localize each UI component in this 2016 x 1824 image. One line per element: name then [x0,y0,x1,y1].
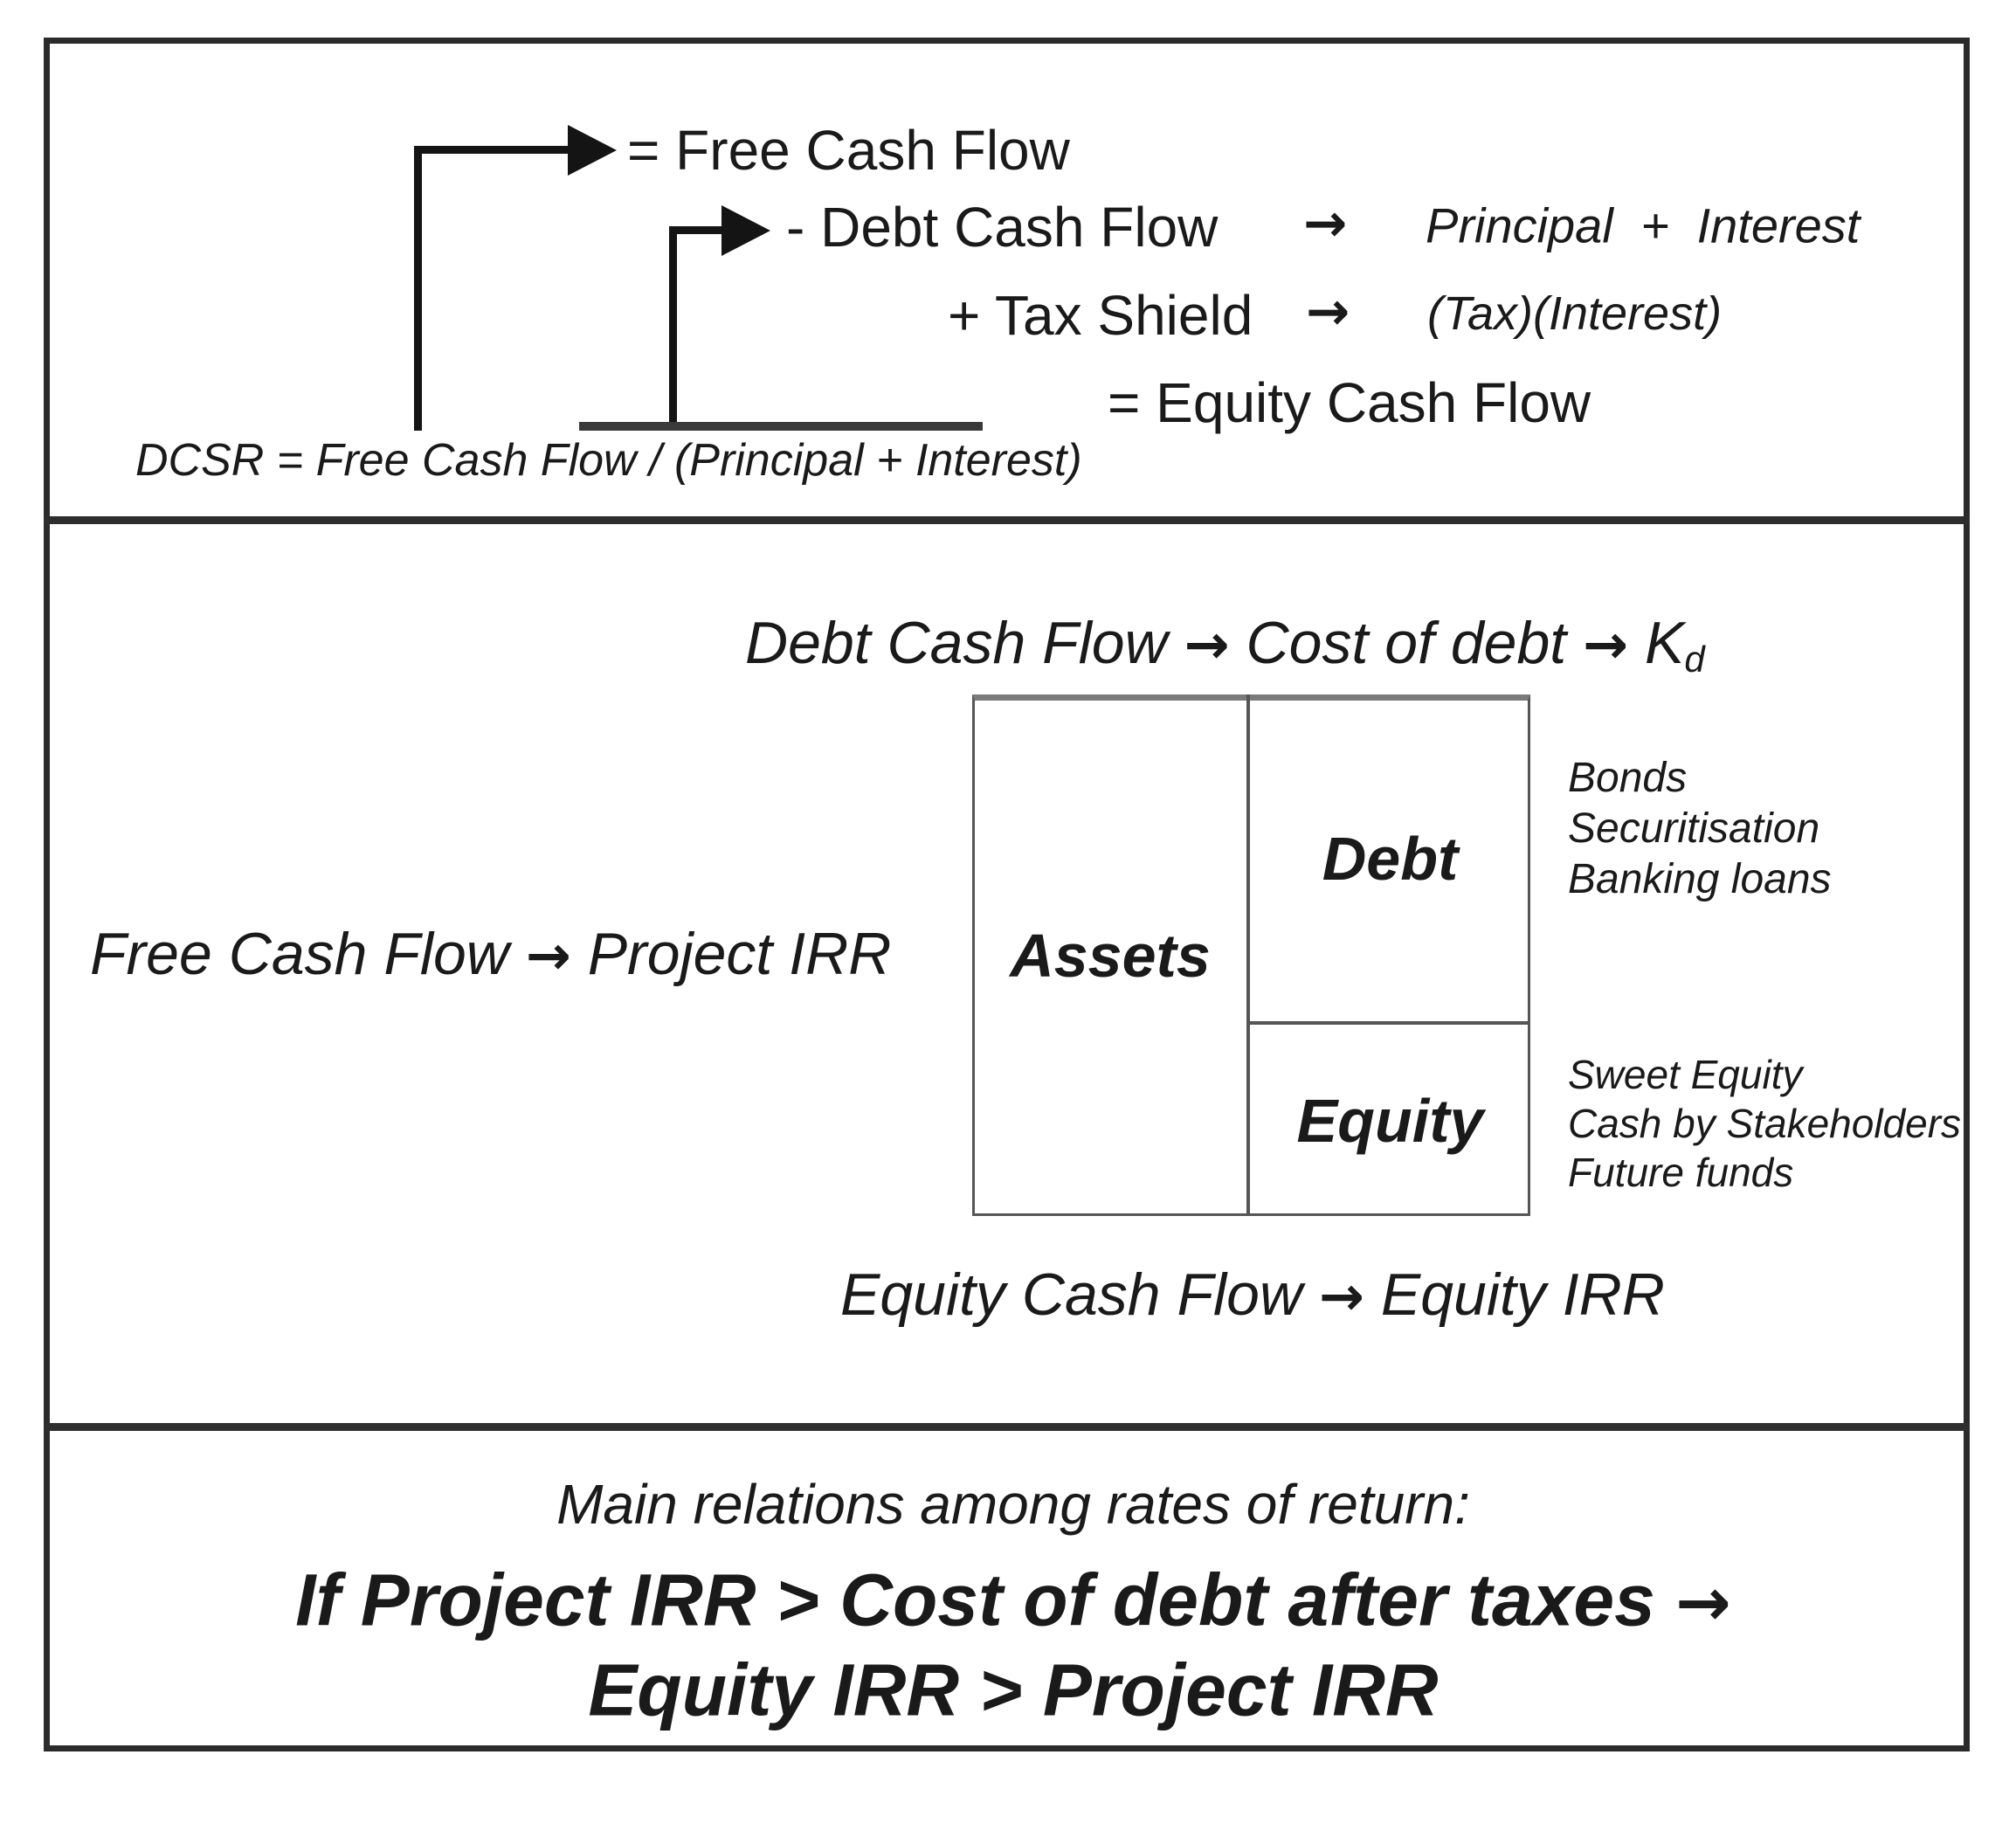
equity-source-item: Sweet Equity [1568,1052,1803,1097]
cost-of-debt-label: Cost of debt [1246,610,1567,676]
equity-source-item: Future funds [1568,1150,1794,1195]
equity-sources-list: Sweet Equity Cash by Stakeholders Future… [1568,1050,1961,1197]
balance-sheet-box [972,694,1530,1216]
panel-divider-bottom [44,1423,1970,1431]
debt-cash-flow-arrowhead-icon [721,205,770,256]
debt-cell: Debt [1322,825,1459,893]
project-irr-label: Project IRR [587,921,892,987]
right-arrow-icon: → [1306,281,1350,342]
summation-line [579,422,983,431]
equity-cell: Equity [1296,1086,1484,1155]
balance-sheet-vertical-divider [1246,694,1250,1216]
outer-frame [44,38,1970,1751]
balance-sheet-horizontal-divider [1246,1021,1530,1025]
relation-line-2: Equity IRR > Project IRR [588,1648,1439,1731]
tax-shield-label: + Tax Shield [948,284,1253,347]
free-cash-flow-arrowhead-icon [568,125,617,176]
equity-irr-label: Equity IRR [1380,1261,1665,1328]
assets-cell: Assets [1010,921,1211,990]
kd-subscript: d [1684,639,1705,680]
free-cash-flow-elbow-vertical-line [414,146,422,431]
free-cash-flow-elbow-horizontal-line [414,146,570,154]
debt-cash-flow-label: - Debt Cash Flow [786,196,1219,259]
debt-cash-flow-elbow-vertical-line [669,226,677,431]
debt-cash-flow-detail-label: Principal + Interest [1426,197,1861,253]
kd-symbol: Kd [1644,610,1705,680]
debt-source-item: Bonds [1568,755,1688,801]
debt-cash-flow-cost-of-debt-line: Debt Cash Flow → Cost of debt → Kd [745,609,1705,681]
right-arrow-icon: → [1583,612,1629,676]
tax-shield-detail-label: (Tax)(Interest) [1427,287,1723,340]
equity-cash-flow-equity-irr-line: Equity Cash Flow → Equity IRR [840,1261,1665,1329]
equity-cash-flow-source-label: Equity Cash Flow [840,1261,1303,1328]
equity-cash-flow-label: = Equity Cash Flow [1108,371,1591,434]
right-arrow-icon: → [1675,1563,1731,1641]
right-arrow-icon: → [1184,612,1230,676]
debt-sources-list: Bonds Securitisation Banking loans [1568,753,1832,905]
dcsr-formula: DCSR = Free Cash Flow / (Principal + Int… [135,435,1082,486]
debt-source-item: Banking loans [1568,856,1832,902]
right-arrow-icon: → [1319,1264,1364,1328]
free-cash-flow-label: = Free Cash Flow [627,119,1070,182]
right-arrow-icon: → [1303,193,1348,254]
equity-source-item: Cash by Stakeholders [1568,1101,1962,1146]
debt-cash-flow-elbow-horizontal-line [669,226,723,234]
free-cash-flow-project-irr-line: Free Cash Flow → Project IRR [90,920,891,988]
free-cash-flow-source-label: Free Cash Flow [90,921,509,987]
debt-source-item: Securitisation [1568,805,1820,852]
right-arrow-icon: → [525,923,571,987]
relation-line-1: If Project IRR > Cost of debt after taxe… [105,1558,1922,1643]
panel-divider-top [44,516,1970,524]
relations-title: Main relations among rates of return: [556,1473,1470,1536]
relation-1-text: If Project IRR > Cost of debt after taxe… [295,1558,1655,1641]
debt-cash-flow-source-label: Debt Cash Flow [745,610,1168,676]
